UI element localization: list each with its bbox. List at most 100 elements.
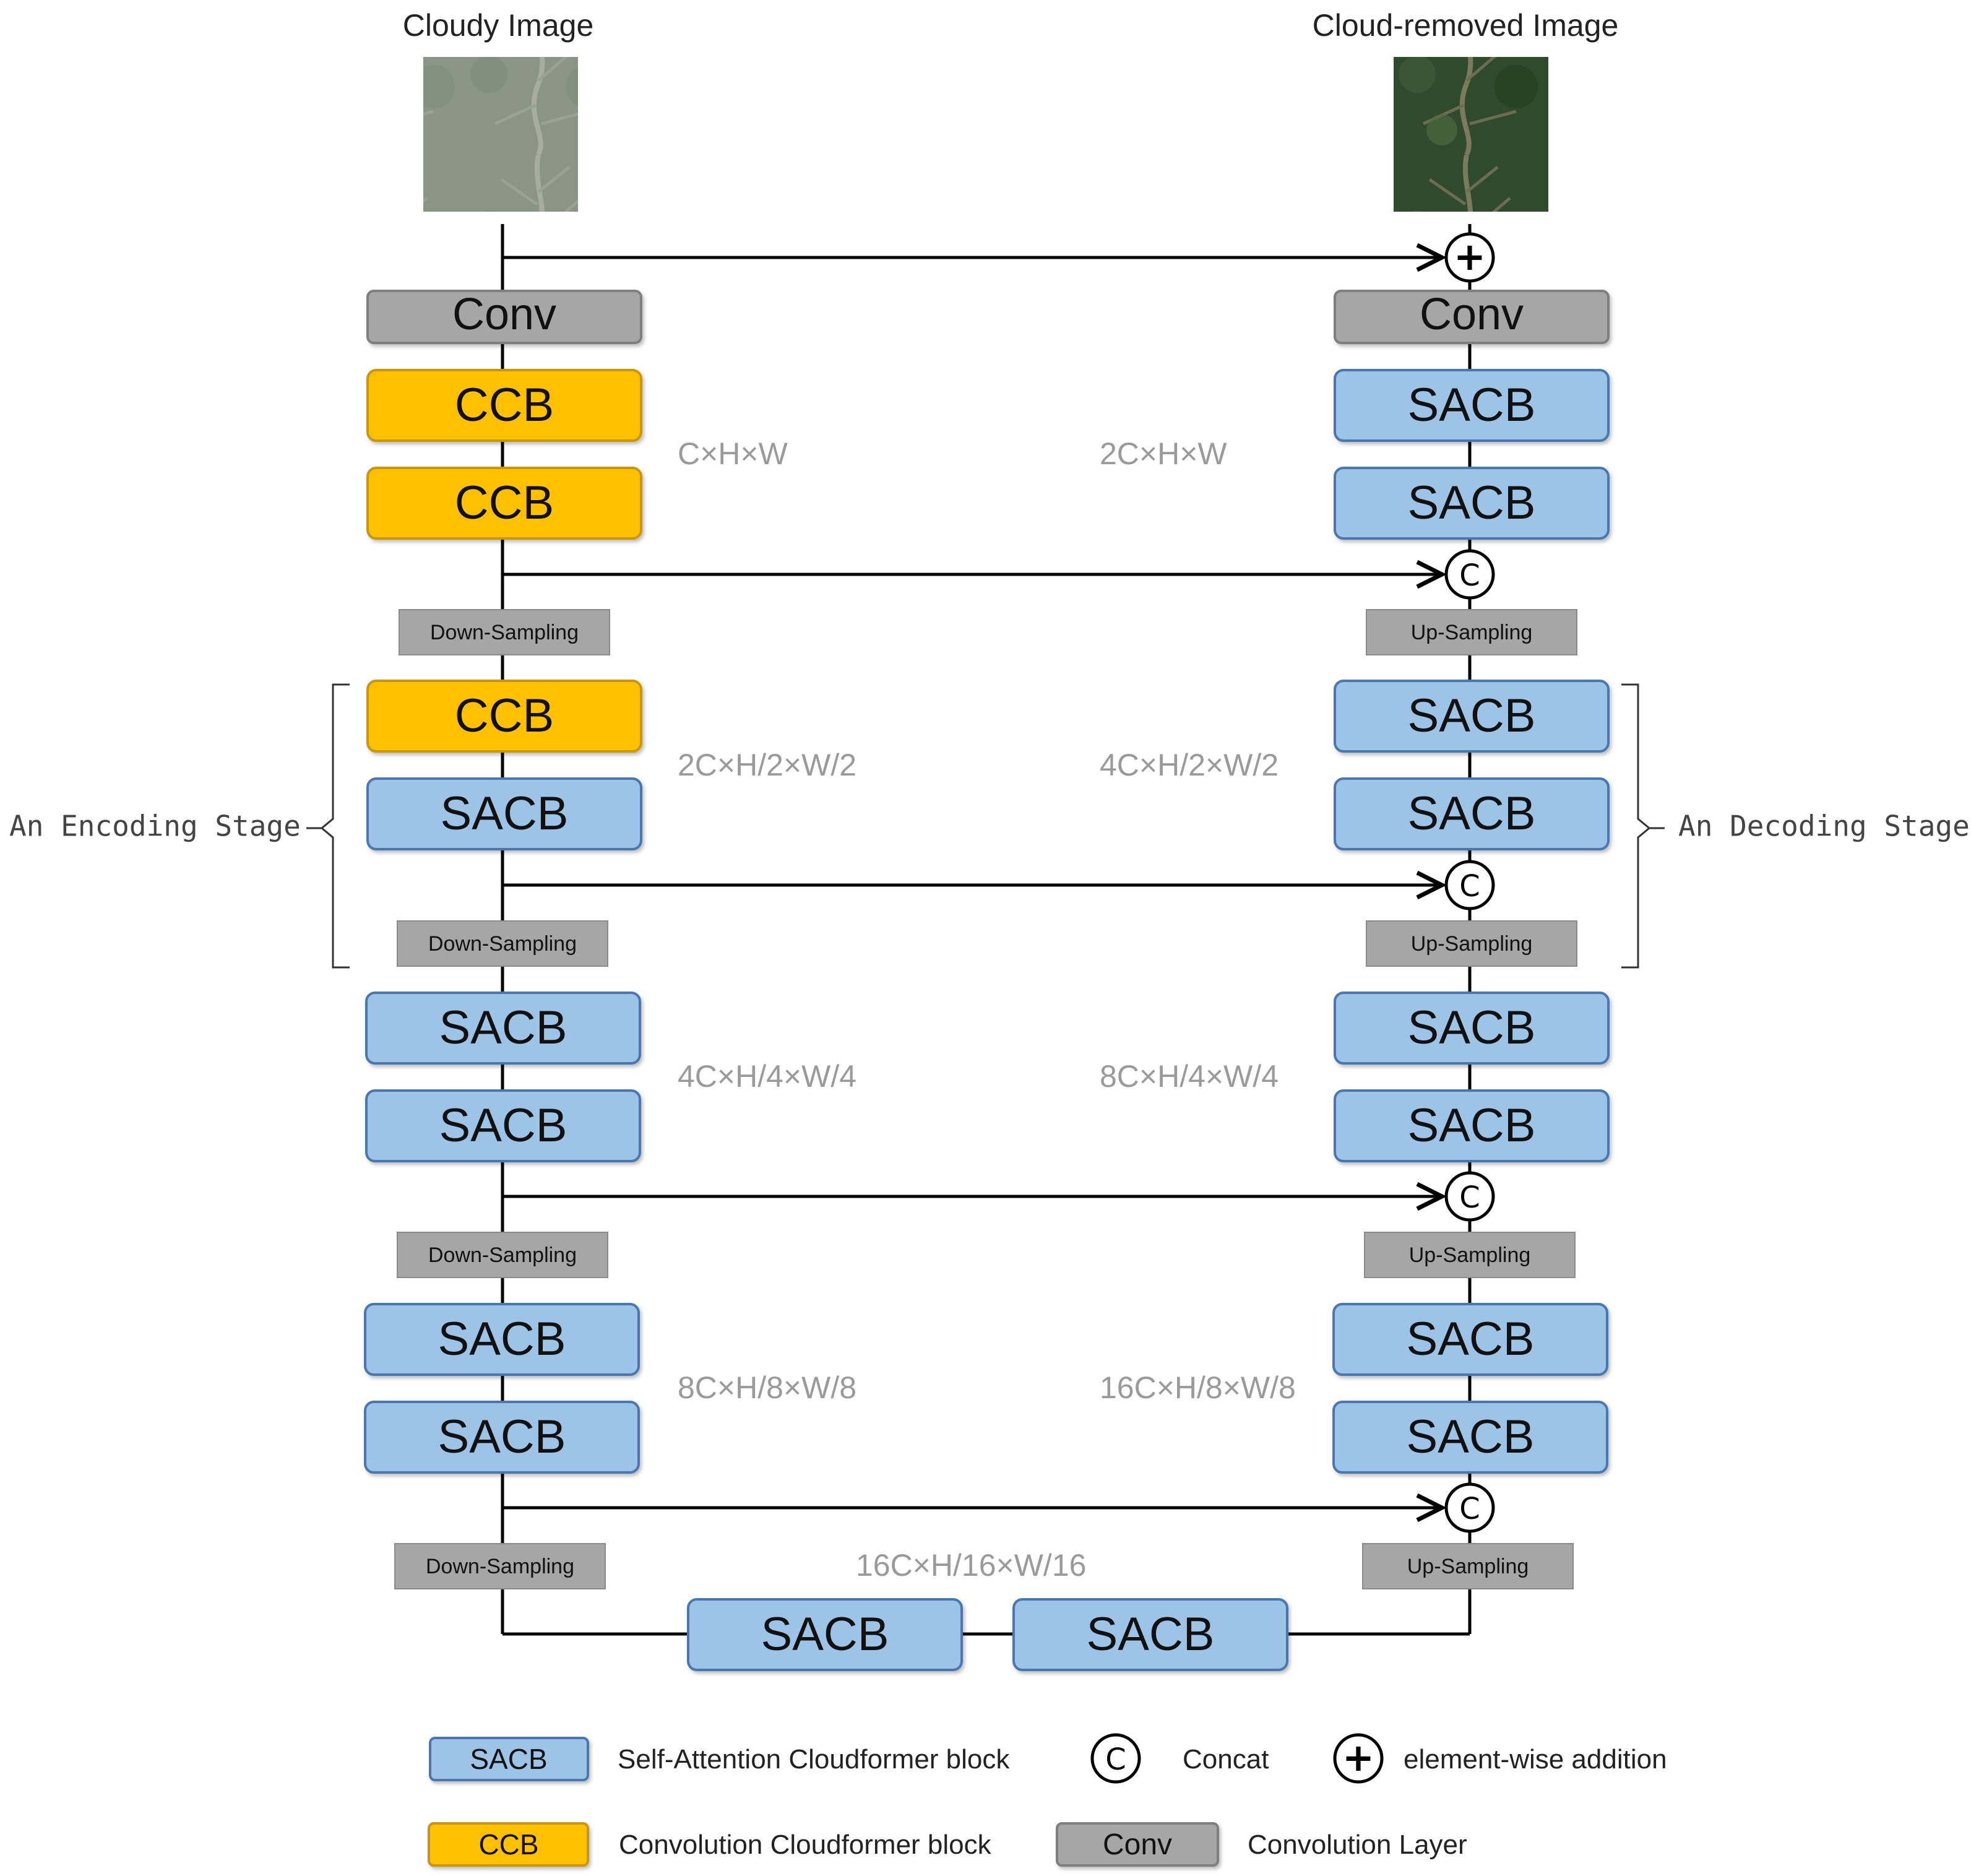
svg-text:SACB: SACB	[438, 1313, 566, 1365]
decoder-sacb-block: SACB	[1334, 369, 1610, 442]
decoder-up-sampling: Up-Sampling	[1366, 609, 1577, 655]
encoding-stage-label: An Encoding Stage	[9, 810, 301, 843]
output-title: Cloud-removed Image	[1313, 8, 1619, 43]
decoder-dim-label: 2C×H×W	[1100, 436, 1227, 471]
svg-text:SACB: SACB	[1408, 787, 1536, 840]
svg-text:SACB: SACB	[439, 1001, 567, 1054]
encoder-sacb-block: SACB	[366, 777, 642, 850]
encoder-sacb-block: SACB	[365, 1089, 641, 1162]
svg-text:SACB: SACB	[441, 787, 569, 840]
svg-text:Down-Sampling: Down-Sampling	[428, 1243, 577, 1267]
svg-text:SACB: SACB	[1408, 689, 1536, 742]
encoder-sacb-block: SACB	[364, 1401, 640, 1474]
svg-text:Up-Sampling: Up-Sampling	[1409, 1243, 1531, 1267]
encoder-ccb-block: CCB	[366, 369, 642, 442]
decoder-conv-block: Conv	[1334, 290, 1610, 344]
encoder-dim-label: C×H×W	[678, 436, 788, 471]
legend-ccb-desc: Convolution Cloudformer block	[619, 1830, 992, 1860]
svg-text:SACB: SACB	[1408, 1001, 1536, 1054]
addition-operator: +	[1444, 232, 1495, 283]
svg-text:Conv: Conv	[1420, 290, 1524, 339]
svg-text:SACB: SACB	[470, 1743, 547, 1775]
encoder-down-sampling: Down-Sampling	[397, 1232, 608, 1278]
svg-text:SACB: SACB	[761, 1608, 889, 1661]
decoder-sacb-block: SACB	[1334, 1089, 1610, 1162]
svg-text:C: C	[1459, 1180, 1480, 1215]
decoding-stage-label: An Decoding Stage	[1678, 810, 1970, 843]
legend-conv-swatch: Conv	[1056, 1822, 1219, 1867]
decoder-up-sampling: Up-Sampling	[1364, 1232, 1576, 1278]
encoder-dim-label: 4C×H/4×W/4	[678, 1059, 856, 1094]
svg-text:SACB: SACB	[1408, 379, 1536, 431]
svg-text:Up-Sampling: Up-Sampling	[1411, 621, 1533, 644]
svg-text:SACB: SACB	[1408, 477, 1536, 529]
svg-text:Down-Sampling: Down-Sampling	[430, 621, 579, 644]
svg-text:C: C	[1459, 869, 1480, 904]
svg-text:SACB: SACB	[1087, 1608, 1215, 1661]
concat-operator: C	[1444, 860, 1495, 910]
legend-concat-symbol: C	[1090, 1733, 1141, 1784]
svg-text:SACB: SACB	[438, 1411, 566, 1463]
legend-add-desc: element-wise addition	[1404, 1744, 1667, 1774]
legend-add-symbol: +	[1333, 1733, 1384, 1784]
decoder-sacb-block: SACB	[1332, 1303, 1608, 1376]
concat-operator: C	[1444, 1482, 1495, 1533]
svg-text:SACB: SACB	[1407, 1313, 1535, 1365]
decoder-sacb-block: SACB	[1334, 467, 1610, 540]
svg-text:CCB: CCB	[455, 477, 554, 529]
concat-operator: C	[1444, 549, 1495, 600]
encoder-dim-label: 2C×H/2×W/2	[678, 748, 856, 782]
bottleneck-sacb-block: SACB	[1012, 1598, 1288, 1671]
legend-sacb-swatch: SACB	[429, 1737, 589, 1781]
svg-text:Conv: Conv	[452, 290, 556, 339]
decoder-up-sampling: Up-Sampling	[1366, 920, 1577, 967]
encoder-sacb-block: SACB	[365, 992, 641, 1065]
encoder-sacb-block: SACB	[364, 1303, 640, 1376]
decoding-stage-brace	[1621, 683, 1665, 969]
decoder-dim-label: 16C×H/8×W/8	[1100, 1370, 1296, 1405]
svg-text:CCB: CCB	[455, 689, 554, 742]
decoder-dim-label: 8C×H/4×W/4	[1100, 1059, 1279, 1094]
svg-text:Down-Sampling: Down-Sampling	[428, 932, 577, 956]
input-title: Cloudy Image	[403, 8, 594, 43]
svg-text:SACB: SACB	[1407, 1411, 1535, 1463]
svg-text:+: +	[1454, 234, 1486, 279]
svg-text:+: +	[1342, 1735, 1374, 1780]
encoder-down-sampling: Down-Sampling	[394, 1543, 606, 1589]
decoder-dim-label: 4C×H/2×W/2	[1100, 748, 1279, 782]
svg-text:Conv: Conv	[1103, 1828, 1172, 1861]
encoder-ccb-block: CCB	[366, 467, 642, 540]
svg-text:SACB: SACB	[1408, 1099, 1536, 1152]
svg-text:Up-Sampling: Up-Sampling	[1411, 932, 1533, 956]
svg-text:C: C	[1105, 1742, 1126, 1777]
legend-concat-desc: Concat	[1183, 1744, 1269, 1774]
decoder-sacb-block: SACB	[1334, 992, 1610, 1065]
bottleneck-dim-label: 16C×H/16×W/16	[856, 1548, 1086, 1583]
bottleneck-sacb-block: SACB	[687, 1598, 963, 1671]
svg-text:Up-Sampling: Up-Sampling	[1407, 1555, 1529, 1578]
connection-lines	[501, 224, 1472, 1636]
svg-text:CCB: CCB	[455, 379, 554, 431]
svg-text:SACB: SACB	[439, 1099, 567, 1152]
svg-text:C: C	[1459, 1492, 1480, 1526]
encoder-down-sampling: Down-Sampling	[397, 920, 608, 967]
svg-text:Down-Sampling: Down-Sampling	[426, 1555, 574, 1578]
legend-ccb-swatch: CCB	[428, 1822, 589, 1867]
encoding-stage-brace	[306, 683, 350, 969]
svg-text:C: C	[1459, 558, 1480, 593]
legend: SACB Self-Attention Cloudformer block C …	[428, 1733, 1667, 1867]
legend-conv-desc: Convolution Layer	[1248, 1830, 1467, 1860]
cloud-removed-image	[1394, 57, 1548, 212]
encoder-conv-block: Conv	[366, 290, 642, 344]
encoder-dim-label: 8C×H/8×W/8	[678, 1370, 856, 1405]
decoder-up-sampling: Up-Sampling	[1362, 1543, 1574, 1589]
encoder-ccb-block: CCB	[366, 680, 642, 753]
legend-sacb-desc: Self-Attention Cloudformer block	[618, 1744, 1010, 1774]
decoder-sacb-block: SACB	[1332, 1401, 1608, 1474]
cloudy-image	[423, 57, 578, 212]
encoder-down-sampling: Down-Sampling	[399, 609, 610, 655]
concat-operator: C	[1444, 1171, 1495, 1222]
svg-text:CCB: CCB	[478, 1828, 538, 1861]
decoder-sacb-block: SACB	[1334, 680, 1610, 753]
